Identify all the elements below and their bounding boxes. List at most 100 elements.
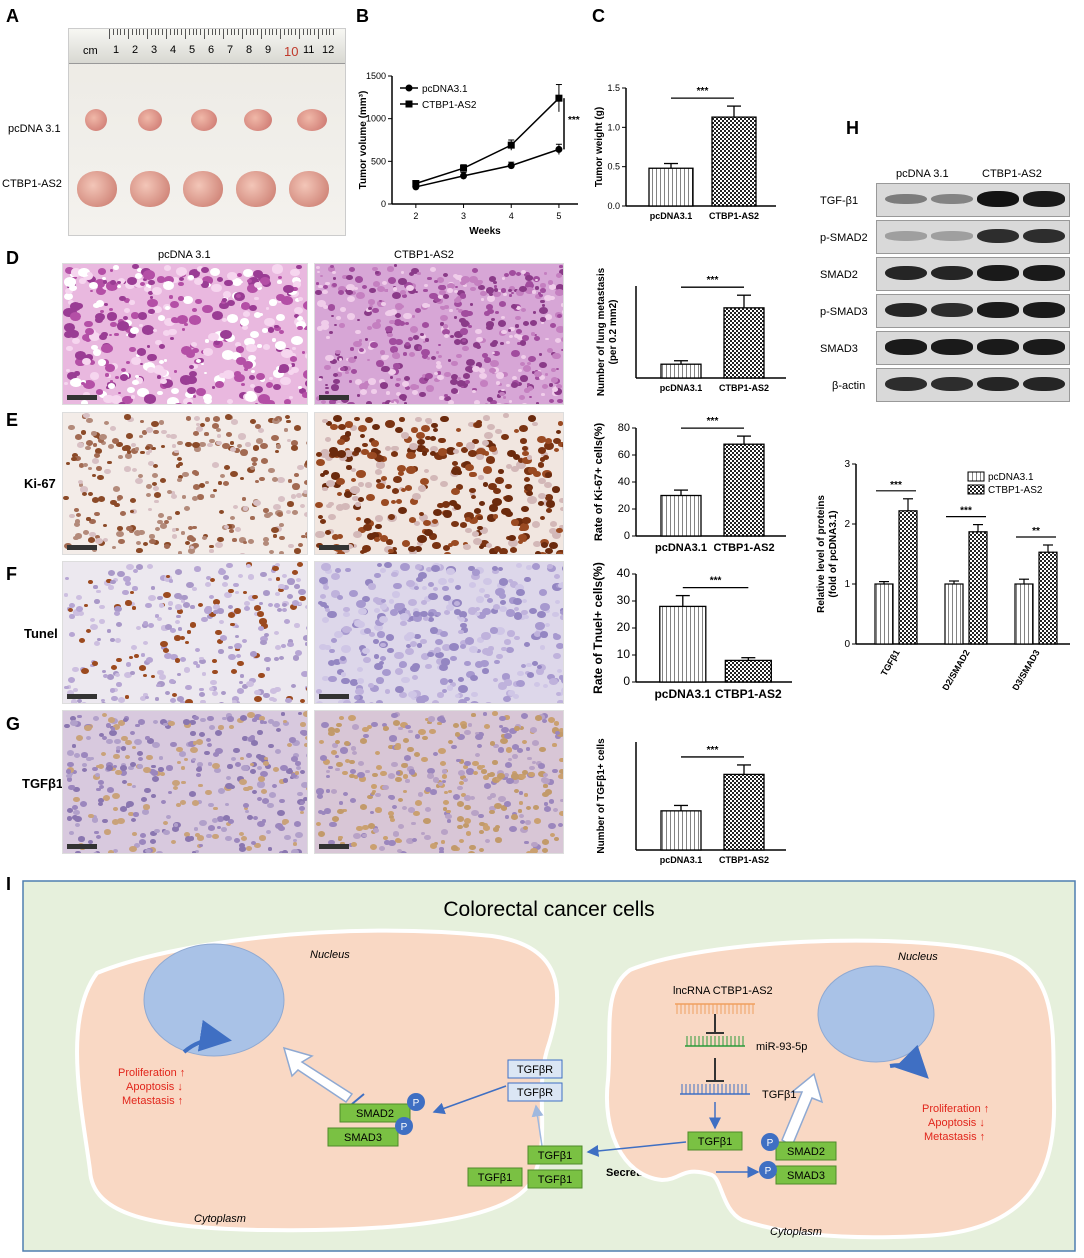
cell-dot [508,579,514,584]
cell-dot [516,272,522,277]
cell-dot [562,661,563,670]
cell-dot [143,270,155,280]
cell-dot [71,337,81,345]
cell-dot [555,600,561,605]
cell-dot [363,657,371,664]
cell-dot [295,577,301,582]
cell-dot [323,604,330,610]
tumor-pcdna [297,109,327,131]
cell-dot [444,305,449,309]
cell-dot [509,597,518,604]
y-axis-label: Rate of Tnuel+ cells(%) [591,562,605,694]
cell-dot [195,426,203,433]
scale-bar [319,545,349,550]
cell-dot [548,541,559,550]
cell-dot [64,576,70,581]
cell-dot [320,593,327,599]
cell-dot [298,589,306,596]
cell-dot [324,568,333,575]
cell-dot [540,451,548,458]
cell-dot [105,723,112,728]
cell-dot [113,611,121,617]
cell-dot [66,372,77,381]
cell-dot [212,763,220,770]
blot-label: SMAD2 [820,269,858,281]
cell-dot [217,568,226,576]
cell-dot [350,290,356,295]
cell-dot [250,369,256,374]
cell-dot [324,644,331,650]
cell-dot [259,835,266,841]
cell-dot [175,511,180,515]
cell-dot [442,328,451,336]
cell-dot [413,520,421,526]
cell-dot [132,264,139,270]
cell-dot [403,402,407,404]
cell-dot [563,500,564,505]
cell-dot [353,530,363,538]
cell-dot [414,734,420,739]
cell-dot [334,630,343,638]
cell-dot [481,631,491,640]
cell-dot [288,288,297,296]
cell-dot [295,761,301,766]
cell-dot [192,430,199,436]
cell-dot [92,548,98,553]
cell-dot [249,330,259,338]
cell-dot [549,399,555,404]
scale-bar [67,844,97,849]
cell-dot [107,374,112,378]
cell-dot [537,462,545,468]
cell-dot [286,743,292,748]
cell-dot [222,481,229,486]
cell-dot [517,368,522,373]
cell-dot [490,318,495,322]
cell-dot [465,365,474,373]
data-point [460,172,468,180]
cell-dot [90,623,98,630]
cell-dot [392,720,401,727]
cell-dot [242,269,253,278]
cell-dot [114,332,119,336]
cell-dot [179,596,184,600]
cell-dot [410,641,417,647]
cell-dot [547,673,556,680]
cell-dot [71,330,76,334]
bar-pcDNA3.1 [660,494,702,537]
cell-dot [528,466,538,474]
y-tick-label: 500 [371,156,386,166]
category-label: pcDNA3.1 [655,542,707,554]
cell-dot [210,494,215,498]
cell-dot [301,534,306,539]
cell-dot [429,292,438,300]
cell-dot [103,394,114,404]
cell-dot [354,329,361,335]
cell-dot [189,719,196,725]
cell-dot [101,343,113,354]
cell-dot [442,501,451,508]
cell-dot [488,504,499,512]
cell-dot [472,366,480,372]
y-tick-label: 0 [844,639,850,650]
cell-dot [454,300,462,307]
cell-dot [386,539,393,545]
cell-dot [165,553,170,554]
ruler-tick-mark [234,29,236,35]
cell-dot [288,395,294,400]
cell-dot [108,849,115,853]
cell-dot [274,644,282,650]
cell-dot [485,838,491,843]
cell-dot [441,769,448,774]
significance-label: *** [707,275,719,286]
cell-dot [533,370,542,378]
cell-dot [353,695,361,701]
cell-dot [330,750,337,755]
cell-dot [341,644,351,653]
cell-dot [171,693,177,698]
cell-dot [262,328,269,333]
cell-dot [531,290,537,294]
cell-dot [455,274,463,281]
left-nucleus-arrow [182,1019,232,1054]
cell-dot [185,698,194,703]
cell-dot [558,691,563,696]
